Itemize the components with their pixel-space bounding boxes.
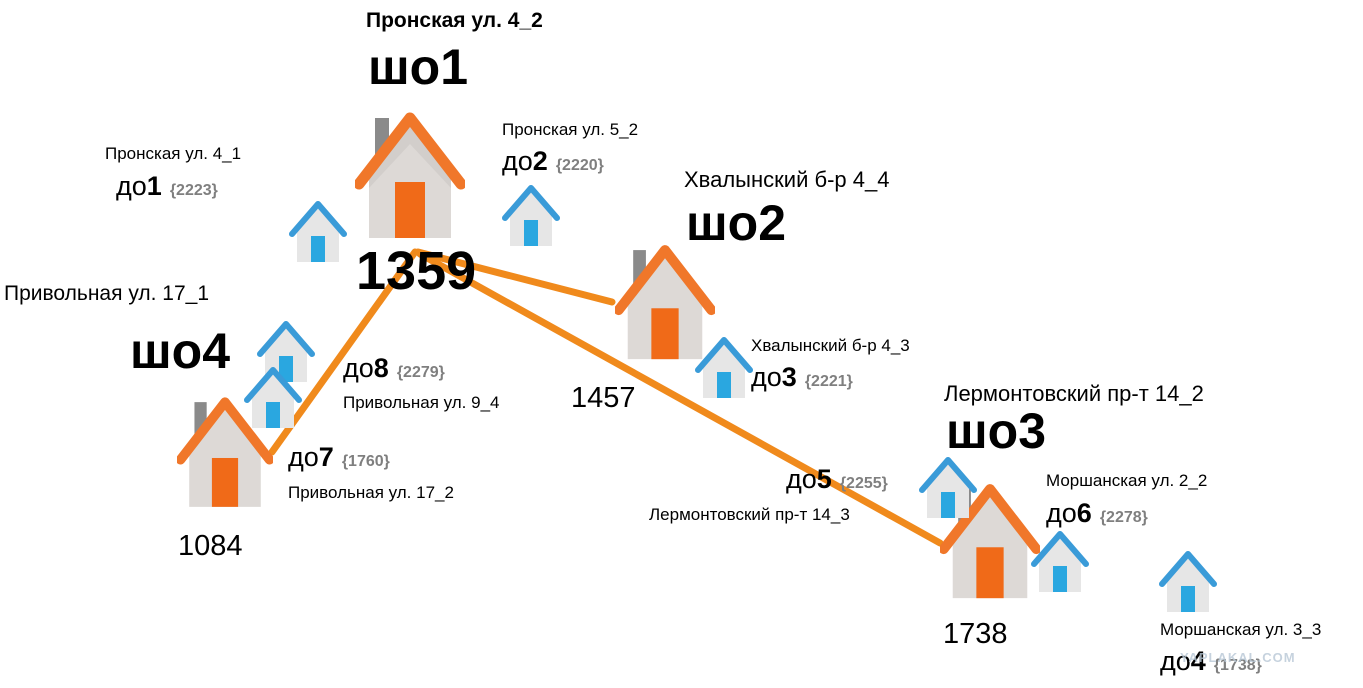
do5-address: Лермонтовский пр-т 14_3 — [649, 505, 850, 524]
large-house-icon — [355, 112, 465, 238]
do8-num: 8 — [373, 353, 389, 383]
do6-prefix: до — [1046, 498, 1077, 528]
sho1-address: Пронская ул. 4_2 — [366, 9, 543, 32]
small-house-icon — [1031, 531, 1089, 592]
do5-code: до5 {2255} — [786, 466, 888, 493]
small-house-icon — [919, 457, 977, 518]
sho1-label: шо1 — [368, 39, 469, 95]
do2-prefix: до — [502, 146, 533, 176]
do6-address: Моршанская ул. 2_2 — [1046, 471, 1208, 490]
do6-num: 6 — [1076, 498, 1092, 528]
do8-address: Привольная ул. 9_4 — [343, 393, 500, 412]
do2-id: {2220} — [555, 157, 604, 174]
do6-code: до6 {2278} — [1046, 500, 1148, 527]
sho4-address: Привольная ул. 17_1 — [4, 282, 209, 305]
do4-num: 4 — [1190, 646, 1206, 676]
do7-address: Привольная ул. 17_2 — [288, 483, 454, 502]
large-house-icon — [940, 484, 1040, 599]
sho2-value: 1457 — [571, 382, 636, 414]
sho4-label: шо4 — [130, 323, 231, 379]
do1-id: {2223} — [169, 182, 218, 199]
link-sho1-sho3 — [416, 250, 944, 547]
do7-code: до7 {1760} — [288, 444, 390, 471]
do3-code: до3 {2221} — [751, 364, 853, 391]
do3-address: Хвалынский б-р 4_3 — [751, 336, 910, 355]
small-house-icon — [289, 201, 347, 262]
sho2-label: шо2 — [686, 195, 787, 251]
do4-code: до4 {1738} — [1160, 648, 1262, 675]
do1-address: Пронская ул. 4_1 — [105, 144, 242, 163]
do7-id: {1760} — [341, 453, 390, 470]
do1-prefix: до — [116, 171, 147, 201]
do3-prefix: до — [751, 362, 782, 392]
do4-address: Моршанская ул. 3_3 — [1160, 620, 1322, 639]
do1-num: 1 — [146, 171, 162, 201]
sho4-value: 1084 — [178, 530, 243, 562]
do5-num: 5 — [816, 464, 832, 494]
large-house-icon — [615, 245, 715, 360]
sho1-value: 1359 — [356, 241, 477, 301]
sho2-address: Хвалынский б-р 4_4 — [684, 167, 890, 192]
do5-prefix: до — [786, 464, 817, 494]
small-house-icon — [695, 337, 753, 398]
do3-num: 3 — [781, 362, 797, 392]
do4-id: {1738} — [1213, 657, 1262, 674]
do3-id: {2221} — [804, 373, 853, 390]
link-sho1-sho4 — [268, 248, 419, 456]
do1-code: до1 {2223} — [116, 173, 218, 200]
watermark: YAPLAKAL.COM — [1180, 650, 1296, 665]
small-house-icon — [1159, 551, 1217, 612]
do2-code: до2 {2220} — [502, 148, 604, 175]
do8-code: до8 {2279} — [343, 355, 445, 382]
sho3-label: шо3 — [946, 403, 1047, 459]
do5-id: {2255} — [839, 475, 888, 492]
small-house-icon — [244, 367, 302, 428]
do6-id: {2278} — [1099, 509, 1148, 526]
sho3-value: 1738 — [943, 618, 1008, 650]
sho3-address: Лермонтовский пр-т 14_2 — [944, 381, 1204, 406]
large-house-icon — [177, 397, 273, 507]
do8-id: {2279} — [396, 364, 445, 381]
do2-address: Пронская ул. 5_2 — [502, 120, 639, 139]
do4-prefix: до — [1160, 646, 1191, 676]
do7-num: 7 — [318, 442, 334, 472]
link-sho1-sho2 — [414, 248, 616, 306]
small-house-icon — [257, 321, 315, 382]
small-house-icon — [502, 185, 560, 246]
do7-prefix: до — [288, 442, 319, 472]
do8-prefix: до — [343, 353, 374, 383]
do2-num: 2 — [532, 146, 548, 176]
